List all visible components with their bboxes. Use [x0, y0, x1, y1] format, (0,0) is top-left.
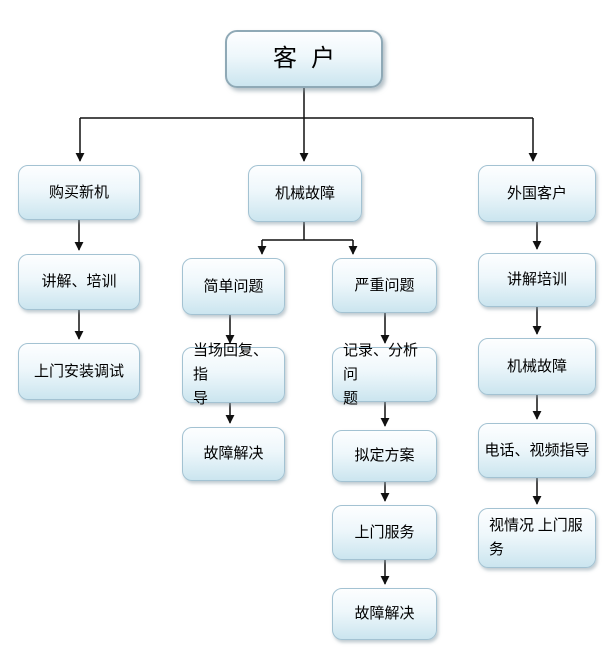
- node-mechanical-fault-foreign: 机械故障: [478, 338, 596, 395]
- node-explain-training-foreign: 讲解培训: [478, 253, 596, 307]
- node-simple-issue: 简单问题: [182, 258, 285, 315]
- node-mechanical-fault: 机械故障: [248, 165, 362, 222]
- node-foreign-customer: 外国客户: [478, 165, 596, 222]
- node-explain-training: 讲解、培训: [18, 254, 140, 310]
- node-onspot-reply-guide: 当场回复、指 导: [182, 343, 285, 407]
- node-phone-video-guide: 电话、视频指导: [478, 423, 596, 478]
- node-onsite-install-debug: 上门安装调试: [18, 343, 140, 400]
- node-serious-issue: 严重问题: [332, 258, 437, 313]
- node-customer: 客户: [225, 30, 383, 88]
- node-fault-solved-simple: 故障解决: [182, 427, 285, 481]
- node-onsite-service-as-needed: 视情况 上门服 务: [478, 508, 596, 568]
- node-record-analyze-issue: 记录、分析问 题: [332, 343, 437, 407]
- node-make-plan: 拟定方案: [332, 430, 437, 482]
- node-buy-new-machine: 购买新机: [18, 165, 140, 220]
- node-onsite-service: 上门服务: [332, 505, 437, 560]
- node-fault-solved-serious: 故障解决: [332, 588, 437, 640]
